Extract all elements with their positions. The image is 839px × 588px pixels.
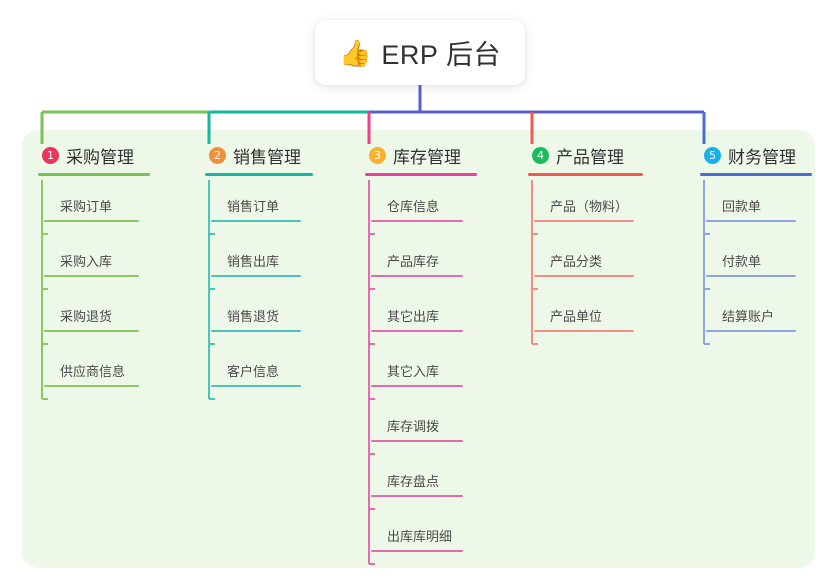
leaf-rule [44, 330, 139, 332]
leaf-label: 采购订单 [60, 199, 113, 214]
leaf-node[interactable]: 客户信息 [205, 361, 301, 387]
branch-header-4[interactable]: 4 产品管理 [528, 142, 643, 168]
leaf-node[interactable]: 付款单 [700, 251, 796, 277]
branch-header-2[interactable]: 2 销售管理 [205, 142, 313, 168]
branch-header-rule [365, 173, 477, 176]
leaf-label: 销售退货 [227, 309, 280, 324]
leaf-label: 销售订单 [227, 199, 280, 214]
leaf-node[interactable]: 供应商信息 [38, 361, 139, 387]
leaf-label: 采购入库 [60, 254, 113, 269]
leaf-label: 回款单 [722, 199, 762, 214]
thumbs-up-icon: 👍 [339, 37, 372, 68]
branch-column-5: 5 财务管理回款单付款单结算账户 [700, 142, 812, 332]
leaf-label: 出库库明细 [387, 529, 453, 544]
leaf-rule [706, 275, 796, 277]
leaf-node[interactable]: 仓库信息 [365, 196, 463, 222]
leaf-label: 结算账户 [722, 309, 775, 324]
branch-header-rule [38, 173, 150, 176]
branch-header-rule [528, 173, 643, 176]
branch-header-5[interactable]: 5 财务管理 [700, 142, 812, 168]
leaf-label: 库存调拨 [387, 419, 440, 434]
leaf-node[interactable]: 产品库存 [365, 251, 463, 277]
leaf-node[interactable]: 出库库明细 [365, 526, 463, 552]
leaf-rule [44, 385, 139, 387]
leaf-label: 采购退货 [60, 309, 113, 324]
leaf-node[interactable]: 采购入库 [38, 251, 139, 277]
branch-title: 财务管理 [728, 147, 796, 167]
leaf-rule [371, 550, 463, 552]
leaf-node[interactable]: 产品单位 [528, 306, 634, 332]
branch-column-4: 4 产品管理产品（物料） 产品分类产品单位 [528, 142, 643, 332]
branch-title: 产品管理 [556, 147, 624, 167]
leaf-label: 其它出库 [387, 309, 440, 324]
leaf-node[interactable]: 销售订单 [205, 196, 301, 222]
leaf-node[interactable]: 库存盘点 [365, 471, 463, 497]
leaf-rule [706, 330, 796, 332]
leaf-rule [534, 330, 634, 332]
leaf-node[interactable]: 产品（物料） [528, 196, 634, 222]
leaf-label: 产品（物料） [550, 199, 629, 214]
leaf-label: 付款单 [722, 254, 762, 269]
branch-number-badge: 4 [532, 146, 549, 164]
leaf-rule [44, 220, 139, 222]
leaf-rule [211, 385, 301, 387]
branch-header-1[interactable]: 1 采购管理 [38, 142, 150, 168]
leaf-label: 供应商信息 [60, 364, 126, 379]
branch-header-rule [700, 173, 812, 176]
leaf-rule [371, 385, 463, 387]
branch-number-badge: 5 [704, 146, 721, 164]
leaf-label: 产品分类 [550, 254, 603, 269]
root-node-content: 👍 ERP 后台 [339, 33, 501, 72]
leaf-node[interactable]: 库存调拨 [365, 416, 463, 442]
leaf-rule [534, 220, 634, 222]
leaf-node[interactable]: 其它出库 [365, 306, 463, 332]
leaf-rule [534, 275, 634, 277]
leaf-label: 产品库存 [387, 254, 440, 269]
branch-header-rule [205, 173, 313, 176]
root-node-erp-backend[interactable]: 👍 ERP 后台 [315, 20, 525, 85]
leaf-node[interactable]: 采购订单 [38, 196, 139, 222]
branch-title: 采购管理 [66, 147, 134, 167]
leaf-node[interactable]: 采购退货 [38, 306, 139, 332]
branch-column-3: 3 库存管理仓库信息产品库存其它出库其它入库库存调拨库存盘点出库库明细 [365, 142, 477, 552]
leaf-rule [44, 275, 139, 277]
leaf-rule [706, 220, 796, 222]
leaf-node[interactable]: 回款单 [700, 196, 796, 222]
branch-header-3[interactable]: 3 库存管理 [365, 142, 477, 168]
leaf-node[interactable]: 结算账户 [700, 306, 796, 332]
root-node-title: ERP 后台 [381, 40, 501, 70]
branch-title: 库存管理 [393, 147, 461, 167]
leaf-label: 其它入库 [387, 364, 440, 379]
leaf-rule [211, 275, 301, 277]
leaf-rule [371, 495, 463, 497]
leaf-label: 库存盘点 [387, 474, 440, 489]
leaf-rule [211, 330, 301, 332]
branch-title: 销售管理 [233, 147, 301, 167]
leaf-label: 仓库信息 [387, 199, 440, 214]
branch-column-2: 2 销售管理销售订单销售出库销售退货客户信息 [205, 142, 313, 387]
leaf-label: 客户信息 [227, 364, 280, 379]
leaf-rule [371, 440, 463, 442]
leaf-rule [371, 275, 463, 277]
leaf-rule [371, 220, 463, 222]
leaf-node[interactable]: 销售退货 [205, 306, 301, 332]
leaf-node[interactable]: 其它入库 [365, 361, 463, 387]
branch-column-1: 1 采购管理采购订单采购入库采购退货供应商信息 [38, 142, 150, 387]
leaf-label: 销售出库 [227, 254, 280, 269]
leaf-rule [371, 330, 463, 332]
leaf-rule [211, 220, 301, 222]
leaf-node[interactable]: 销售出库 [205, 251, 301, 277]
branch-number-badge: 3 [369, 146, 386, 164]
branch-number-badge: 1 [42, 146, 59, 164]
leaf-node[interactable]: 产品分类 [528, 251, 634, 277]
branch-number-badge: 2 [209, 146, 226, 164]
leaf-label: 产品单位 [550, 309, 603, 324]
